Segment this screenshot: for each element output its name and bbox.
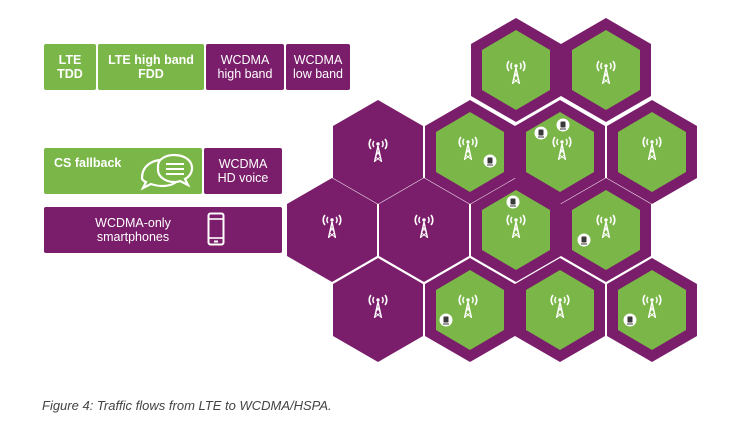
hex-cell-green [607,100,697,204]
lte-high-band-label-line2: FDD [138,67,164,81]
hex-cell-purple [333,100,423,204]
wcdma-low-band-label-line1: WCDMA [293,53,343,67]
wcdma-hd-voice-label-line2: HD voice [217,171,269,185]
wcdma-high-band-box: WCDMA high band [206,44,284,90]
device-badge-icon [506,195,520,209]
device-badge-icon [483,154,497,168]
lte-tdd-label-line1: LTE [58,53,82,67]
hex-cell-green [425,100,515,204]
hex-cell-purple [333,258,423,362]
wcdma-high-band-label-line1: WCDMA [220,53,270,67]
hex-cell-green [515,100,605,204]
hex-cell-green [607,258,697,362]
wcdma-low-band-box: WCDMA low band [286,44,350,90]
hex-cell-green [471,178,561,282]
device-badge-icon [577,233,591,247]
device-badge-icon [623,313,637,327]
hex-cell-green [561,18,651,122]
smartphone-icon [207,212,225,246]
figure-caption: Figure 4: Traffic flows from LTE to WCDM… [42,398,332,413]
lte-high-band-label-line1: LTE high band [108,53,194,67]
cs-fallback-label: CS fallback [54,156,122,170]
wcdma-hd-voice-label-line1: WCDMA [218,157,268,171]
hex-cell-green [561,178,651,282]
lte-tdd-box: LTE TDD [44,44,96,90]
device-badge-icon [534,126,548,140]
chat-bubbles-icon [140,153,194,191]
hex-cell-green [515,258,605,362]
device-badge-icon [556,118,570,132]
hex-cell-purple [379,178,469,282]
device-badge-icon [439,313,453,327]
lte-tdd-label-line2: TDD [57,67,83,81]
wcdma-low-band-label-line2: low band [292,67,344,81]
wcdma-only-label-line1: WCDMA-only [95,216,171,230]
wcdma-only-label-line2: smartphones [96,230,170,244]
wcdma-high-band-label-line2: high band [217,67,273,81]
hex-cell-green [471,18,561,122]
lte-high-band-fdd-box: LTE high band FDD [98,44,204,90]
wcdma-hd-voice-box: WCDMA HD voice [204,148,282,194]
hex-cell-green [425,258,515,362]
wcdma-only-smartphones-box: WCDMA-only smartphones [44,207,282,253]
hex-cell-purple [287,178,377,282]
